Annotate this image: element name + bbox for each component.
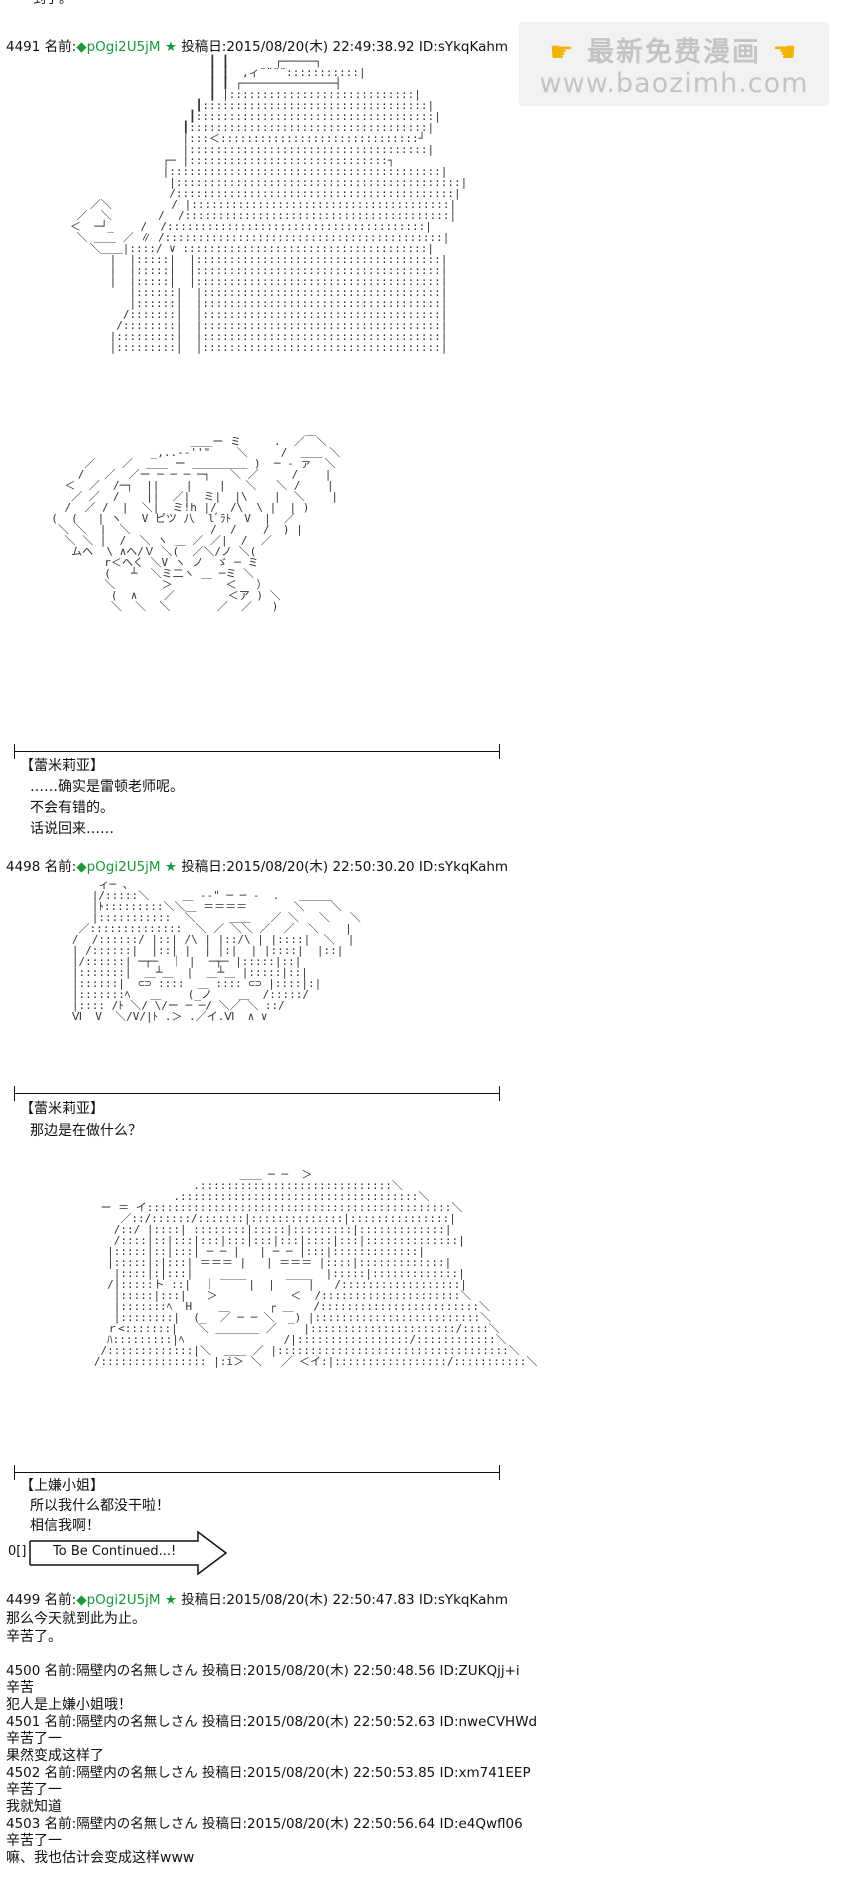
- divider: [14, 1465, 500, 1480]
- post-number: 4498: [6, 859, 41, 875]
- speaker-label: 【蕾米莉亚】: [20, 758, 104, 774]
- arrow-icon: [29, 1530, 228, 1576]
- reply-header: 4503 名前:隔壁内の名無しさん 投稿日:2015/08/20(木) 22:5…: [6, 1816, 523, 1832]
- hand-pointing-icon: ☚: [772, 37, 799, 68]
- post-header: 4498 名前:◆pOgi2U5jM ★ 投稿日:2015/08/20(木) 2…: [6, 858, 508, 876]
- top-fragment: —到了。: [20, 0, 72, 9]
- name-label: 名前:: [44, 859, 77, 875]
- divider: [14, 744, 500, 759]
- post-id: ID:sYkqKahm: [418, 1592, 509, 1608]
- reply-header: 4501 名前:隔壁内の名無しさん 投稿日:2015/08/20(木) 22:5…: [6, 1714, 538, 1730]
- name-label: 名前:: [44, 1592, 77, 1608]
- post-date: 2015/08/20(木) 22:49:38.92: [226, 39, 415, 55]
- post-body-line: 那么今天就到此为止。: [6, 1611, 146, 1627]
- post-header: 4491 名前:◆pOgi2U5jM ★ 投稿日:2015/08/20(木) 2…: [6, 38, 508, 56]
- date-label: 投稿日:: [181, 39, 227, 55]
- star-icon: ★: [164, 859, 177, 875]
- reply-line: 辛苦了一: [6, 1833, 62, 1849]
- reply-line: 犯人是上嫌小姐哦！: [6, 1697, 132, 1713]
- reply-line: 辛苦了一: [6, 1731, 62, 1747]
- date-label: 投稿日:: [181, 1592, 227, 1608]
- ascii-art: ＿＿ー ミ . ／￣＼ _,..-‐''" ＼ / ＿＿ ＼ ／ ／ ＿＿ ー …: [51, 435, 341, 613]
- post-number: 4491: [6, 39, 41, 55]
- post-body-line: 辛苦了。: [6, 1629, 62, 1645]
- post-id: ID:sYkqKahm: [418, 859, 509, 875]
- dialog-line: 相信我啊！: [30, 1518, 100, 1534]
- post-header: 4499 名前:◆pOgi2U5jM ★ 投稿日:2015/08/20(木) 2…: [6, 1591, 508, 1609]
- star-icon: ★: [164, 1592, 177, 1608]
- dialog-line: 所以我什么都没干啦！: [30, 1498, 170, 1514]
- reply-line: 辛苦: [6, 1680, 34, 1696]
- ascii-art: ┃ ┃ ┌─────┐ ┃ ┃ ,ィ¨¨¨¨:::::::::::| ┃ ┃ ┌…: [69, 55, 468, 354]
- star-icon: ★: [164, 39, 177, 55]
- dialog-line: 话说回来……: [30, 821, 114, 837]
- trip-code: ◆pOgi2U5jM: [76, 859, 161, 875]
- post-date: 2015/08/20(木) 22:50:47.83: [226, 1592, 415, 1608]
- watermark-title-row: ☛ 最新免费漫画 ☚: [519, 30, 829, 69]
- reply-line: 我就知道: [6, 1799, 62, 1815]
- reply-line: 嘛、我也估计会变成这样www: [6, 1850, 195, 1866]
- speaker-label: 【上嫌小姐】: [20, 1478, 104, 1494]
- name-label: 名前:: [44, 39, 77, 55]
- reply-line: 果然变成这样了: [6, 1748, 104, 1764]
- date-label: 投稿日:: [181, 859, 227, 875]
- trip-code: ◆pOgi2U5jM: [76, 39, 161, 55]
- continued-prefix: 0[]: [8, 1544, 27, 1559]
- watermark-title: 最新免费漫画: [587, 37, 761, 68]
- dialog-line: ……确实是雷顿老师呢。: [30, 779, 184, 795]
- continued-label: To Be Continued...!: [53, 1544, 177, 1559]
- hand-pointing-icon: ☛: [549, 37, 576, 68]
- reply-header: 4502 名前:隔壁内の名無しさん 投稿日:2015/08/20(木) 22:5…: [6, 1765, 531, 1781]
- reply-header: 4500 名前:隔壁内の名無しさん 投稿日:2015/08/20(木) 22:5…: [6, 1663, 520, 1679]
- post-date: 2015/08/20(木) 22:50:30.20: [226, 859, 415, 875]
- dialog-line: 不会有错的。: [30, 800, 114, 816]
- reply-line: 辛苦了一: [6, 1782, 62, 1798]
- post-id: ID:sYkqKahm: [418, 39, 509, 55]
- divider: [14, 1086, 500, 1101]
- post-number: 4499: [6, 1592, 41, 1608]
- trip-code: ◆pOgi2U5jM: [76, 1592, 161, 1608]
- speaker-label: 【蕾米莉亚】: [20, 1101, 104, 1117]
- to-be-continued-banner: 0[] To Be Continued...!: [8, 1528, 228, 1578]
- watermark-url: www.baozimh.com: [539, 68, 809, 99]
- ascii-art: ィ─ 、 |/:::::＼ ＿ -‐" ─ ─ ‐ . ＿＿＿ |ﾄ::::::…: [71, 878, 361, 1023]
- dialog-line: 那边是在做什么？: [30, 1123, 142, 1139]
- ascii-art: ＿＿ ─ ─ ＞ .:::::::::::::::::::::::::::::＼…: [93, 1168, 538, 1368]
- watermark: ☛ 最新免费漫画 ☚ www.baozimh.com: [519, 22, 829, 106]
